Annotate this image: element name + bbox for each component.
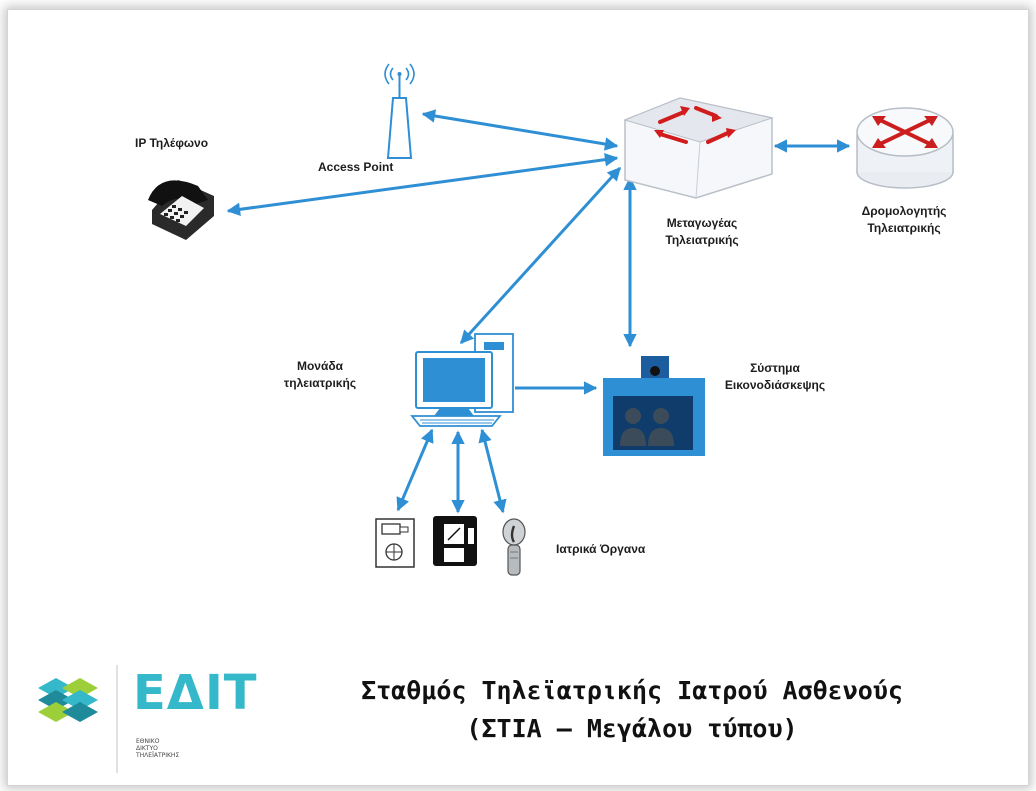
ecg-device-icon: [375, 518, 415, 568]
telemedicine-unit-label-line1: Μονάδα: [296, 359, 344, 373]
switch-label-line1: Μεταγωγέας: [666, 216, 738, 230]
edge-switch-ip-phone: [226, 152, 619, 217]
telemedicine-unit-label: Μονάδα τηλειατρικής: [262, 358, 378, 392]
router-label: Δρομολογητής Τηλειατρικής: [842, 203, 966, 237]
ip-phone-label: IP Τηλέφωνο: [135, 136, 209, 150]
videoconference-icon: [603, 356, 705, 456]
router-icon: [856, 107, 954, 189]
logo-divider: [116, 665, 118, 773]
edge-switch-telemedicine-unit: [459, 166, 622, 345]
connection-lines: [38, 63, 954, 722]
router-label-line2: Τηλειατρικής: [867, 221, 941, 235]
logo-wordmark: ΕΔΙΤ: [133, 665, 258, 721]
logo-subtitle-line3: ΤΗΛΕΪΑΤΡΙΚΗΣ: [136, 752, 180, 759]
switch-label: Μεταγωγέας Τηλειατρικής: [640, 215, 764, 249]
logo-subtitle-line1: ΕΘΝΙΚΟ: [136, 738, 160, 745]
logo-subtitle-line2: ΔΙΚΤΥΟ: [136, 745, 158, 752]
otoscope-device-icon: [502, 518, 526, 576]
videoconference-label: Σύστημα Εικονοδιάσκεψης: [710, 360, 840, 394]
access-point-icon: [384, 63, 415, 159]
logo-mark-icon: [38, 678, 98, 722]
videoconference-label-line2: Εικονοδιάσκεψης: [724, 378, 826, 392]
switch-label-line2: Τηλειατρικής: [665, 233, 739, 247]
router-label-line1: Δρομολογητής: [861, 204, 947, 218]
caption-line2: (ΣΤΙΑ – Μεγάλου τύπου): [466, 714, 798, 743]
slide: [8, 10, 1028, 785]
caption-line1: Σταθμός Τηλεϊατρικής Ιατρού Ασθενούς: [361, 676, 903, 705]
slide-caption: Σταθμός Τηλεϊατρικής Ιατρού Ασθενούς (ΣΤ…: [262, 672, 1002, 748]
phone-icon: [148, 180, 214, 240]
switch-icon: [623, 97, 774, 199]
access-point-label: Access Point: [318, 160, 394, 174]
edge-switch-access-point: [421, 109, 619, 151]
monitor-device-icon: [433, 516, 477, 566]
computer-icon: [410, 333, 514, 427]
edge-unit-device-3: [478, 428, 507, 514]
telemedicine-unit-label-line2: τηλειατρικής: [283, 376, 357, 390]
logo-subtitle: ΕΘΝΙΚΟ ΔΙΚΤΥΟ ΤΗΛΕΪΑΤΡΙΚΗΣ: [136, 738, 179, 759]
medical-devices-label: Ιατρικά Όργανα: [556, 542, 646, 556]
edge-unit-device-1: [396, 428, 434, 512]
videoconference-label-line1: Σύστημα: [750, 361, 800, 375]
